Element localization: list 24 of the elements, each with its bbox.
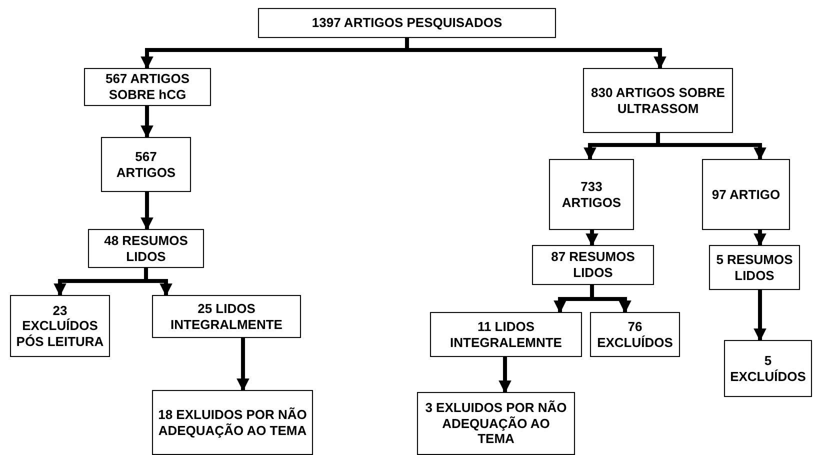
process-box: 1397 ARTIGOS PESQUISADOS — [258, 8, 556, 38]
arrow — [140, 106, 154, 138]
process-box: 5 EXCLUÍDOS — [724, 340, 812, 397]
process-box: 48 RESUMOS LIDOS — [88, 229, 204, 268]
arrow — [405, 38, 666, 70]
process-box: 18 EXLUIDOS POR NÃO ADEQUAÇÃO AO TEMA — [152, 390, 313, 455]
process-box: 97 ARTIGO — [702, 159, 790, 230]
process-box: 76 EXCLUÍDOS — [590, 312, 680, 357]
process-box: 25 LIDOS INTEGRALMENTE — [152, 295, 301, 338]
arrow — [236, 338, 250, 392]
process-box: 830 ARTIGOS SOBRE ULTRASSOM — [583, 68, 733, 133]
arrow — [140, 192, 154, 230]
arrow — [498, 357, 512, 394]
process-box: 567 ARTIGOS — [101, 137, 191, 192]
process-box: 567 ARTIGOS SOBRE hCG — [84, 68, 211, 106]
process-box: 11 LIDOS INTEGRALEMNTE — [430, 312, 582, 357]
process-box: 3 EXLUIDOS POR NÃO ADEQUAÇÃO AO TEMA — [417, 392, 575, 455]
arrow — [586, 230, 598, 246]
arrow — [754, 230, 766, 246]
process-box: 23 EXCLUÍDOS PÓS LEITURA — [10, 295, 110, 357]
process-box: 5 RESUMOS LIDOS — [709, 245, 800, 290]
process-box: 733 ARTIGOS — [549, 159, 634, 230]
process-box: 87 RESUMOS LIDOS — [532, 245, 654, 285]
arrow — [754, 290, 766, 342]
